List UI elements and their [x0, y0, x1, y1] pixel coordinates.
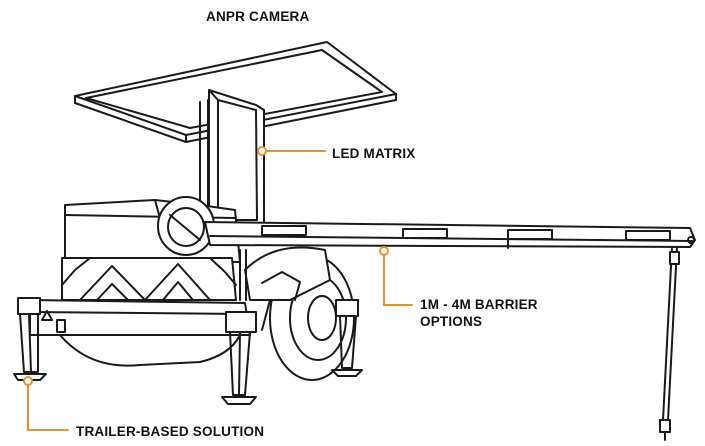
- anpr-camera-label: ANPR CAMERA: [206, 9, 310, 24]
- barrier-callout-line: [379, 246, 413, 306]
- trailer-side-supports: [239, 249, 247, 301]
- led-matrix-panel: [208, 89, 265, 227]
- led-matrix-label: LED MATRIX: [332, 146, 416, 161]
- barrier-motor: [157, 196, 215, 256]
- fender: [244, 246, 331, 301]
- chevron-panel: [61, 257, 237, 301]
- barrier-arm: [204, 221, 696, 249]
- trailer-callout-line: [23, 376, 69, 431]
- barrier-options-label-line2: OPTIONS: [420, 314, 483, 329]
- trailer-solution-label: TRAILER-BASED SOLUTION: [76, 424, 265, 439]
- led-matrix-callout-line: [257, 146, 326, 156]
- solar-panel: [74, 41, 397, 143]
- middle-stabiliser-leg: [221, 311, 257, 405]
- left-stabiliser-leg: [13, 297, 47, 381]
- right-stabiliser-leg: [331, 299, 363, 377]
- chassis-frame: [29, 299, 251, 367]
- barrier-options-label-line1: 1M - 4M BARRIER: [420, 297, 538, 312]
- barrier-support-leg: [659, 246, 680, 441]
